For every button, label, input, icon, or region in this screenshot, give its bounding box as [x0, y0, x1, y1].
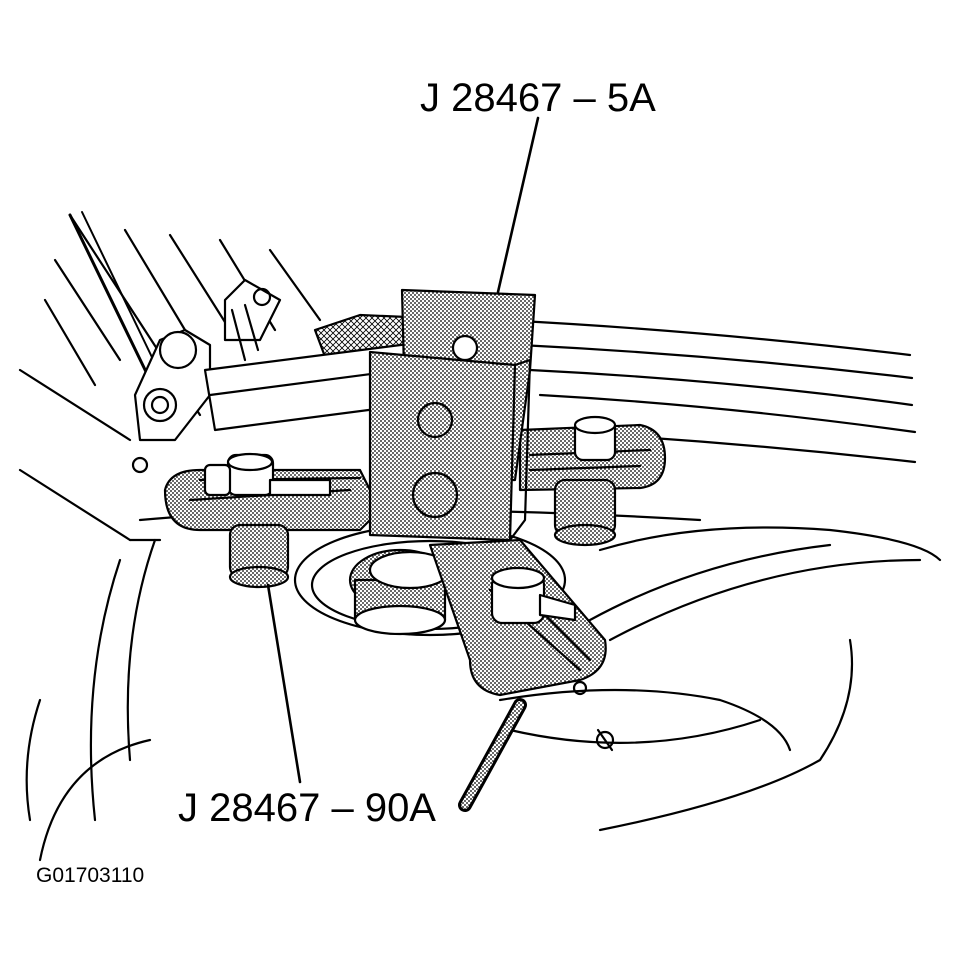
tool-label-90a: J 28467 – 90A: [178, 786, 436, 830]
tool-right-arm: [518, 415, 667, 547]
leader-lines: [266, 116, 540, 784]
upper-small-bracket: [223, 278, 282, 362]
figure-id: G01703110: [36, 864, 145, 887]
spring-cable: [458, 698, 527, 812]
tool-front-plate: [368, 350, 532, 542]
tool-left-arm: [163, 452, 382, 589]
fender-bolt: [595, 728, 615, 752]
left-clamp-bracket: [131, 328, 212, 474]
tool-label-5a: J 28467 – 5A: [420, 76, 656, 120]
tool-front-arm: [428, 538, 607, 697]
